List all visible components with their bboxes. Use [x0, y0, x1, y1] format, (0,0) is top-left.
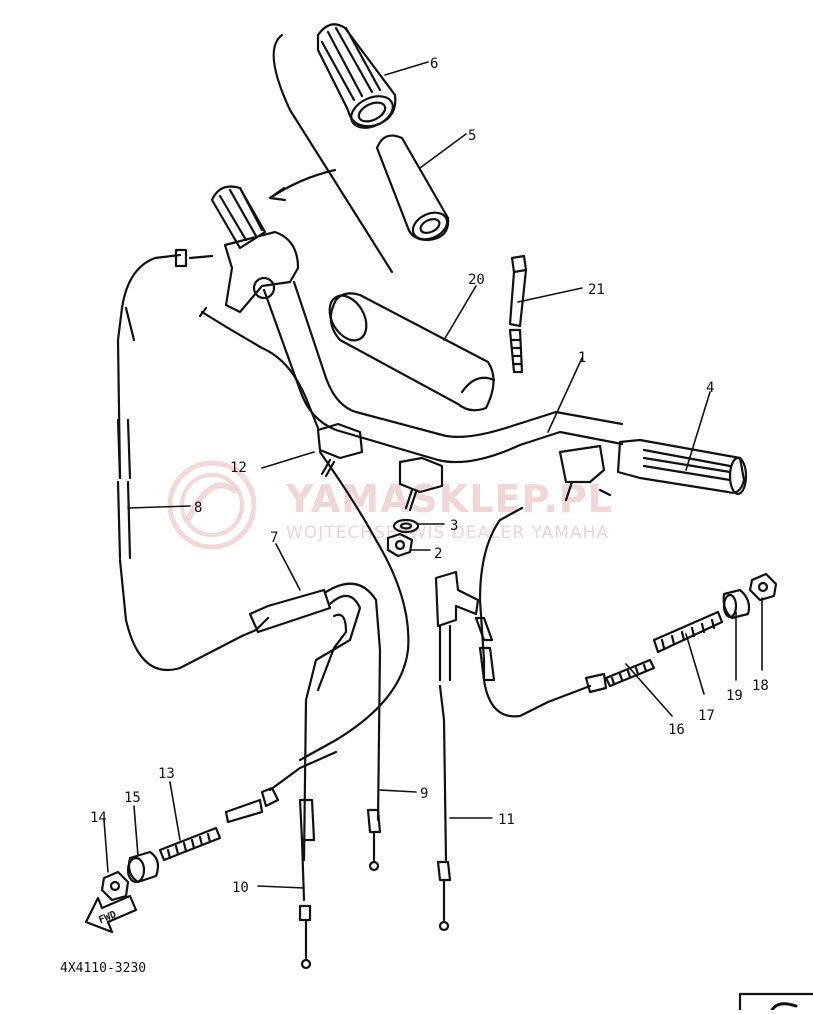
callout-5: 5 [468, 128, 476, 144]
handlebar-part-1 [262, 280, 624, 464]
sleeve-part-20 [328, 292, 496, 412]
diagram-code: 4X4110-3230 [60, 961, 146, 976]
grip-part-6 [316, 23, 397, 129]
right-grip-part-4 [558, 438, 748, 502]
washer-part-3 [392, 518, 420, 534]
nut-part-19 [722, 588, 751, 620]
inset-divider [272, 33, 394, 274]
adjuster-part-16 [584, 658, 656, 694]
leader-lines [103, 61, 763, 889]
cable-part-11 [434, 570, 480, 932]
watermark-tagline: WOJTECHSERWIS DEALER YAMAHA [286, 523, 609, 543]
callout-labels: 1 2 3 4 5 6 7 8 9 10 11 12 13 14 15 16 1… [90, 56, 769, 896]
adjuster-nut-part-15 [126, 850, 160, 884]
callout-10: 10 [232, 880, 249, 896]
band-part-21 [508, 254, 528, 374]
callout-13: 13 [158, 766, 175, 782]
cable-right [474, 506, 592, 718]
watermark: YAMASKLEP.PL WOJTECHSERWIS DEALER YAMAHA [167, 460, 613, 550]
locknut-part-14 [100, 870, 130, 902]
callout-7: 7 [270, 530, 278, 546]
callout-16: 16 [668, 722, 685, 738]
callout-1: 1 [578, 350, 586, 366]
callout-14: 14 [90, 810, 107, 826]
left-grip [210, 185, 267, 250]
locknut-part-18 [748, 572, 778, 602]
callout-21: 21 [588, 282, 605, 298]
callout-3: 3 [450, 518, 458, 534]
callout-9: 9 [420, 786, 428, 802]
callout-17: 17 [698, 708, 715, 724]
left-switch-housing [223, 230, 300, 314]
cable-part-10 [298, 798, 316, 970]
cable-part-9 [366, 808, 382, 872]
nut-part-2 [386, 532, 414, 558]
callout-20: 20 [468, 272, 485, 288]
callout-19: 19 [726, 688, 743, 704]
corner-box [738, 992, 813, 1012]
callout-8: 8 [194, 500, 202, 516]
watermark-logo-icon [167, 460, 257, 550]
handlebar-clamps [316, 422, 444, 512]
callout-2: 2 [434, 546, 442, 562]
adjuster-part-17 [652, 610, 724, 654]
adjuster-part-13 [158, 750, 338, 862]
callout-15: 15 [124, 790, 141, 806]
watermark-brand: YAMASKLEP.PL [285, 477, 613, 521]
callout-12: 12 [230, 460, 247, 476]
callout-18: 18 [752, 678, 769, 694]
inset-arrow [268, 168, 337, 200]
callout-4: 4 [706, 380, 714, 396]
fwd-arrow-icon [84, 894, 138, 934]
callout-11: 11 [498, 812, 515, 828]
throttle-tube-part-5 [375, 134, 450, 242]
callout-6: 6 [430, 56, 438, 72]
cable-part-7 [248, 582, 382, 862]
